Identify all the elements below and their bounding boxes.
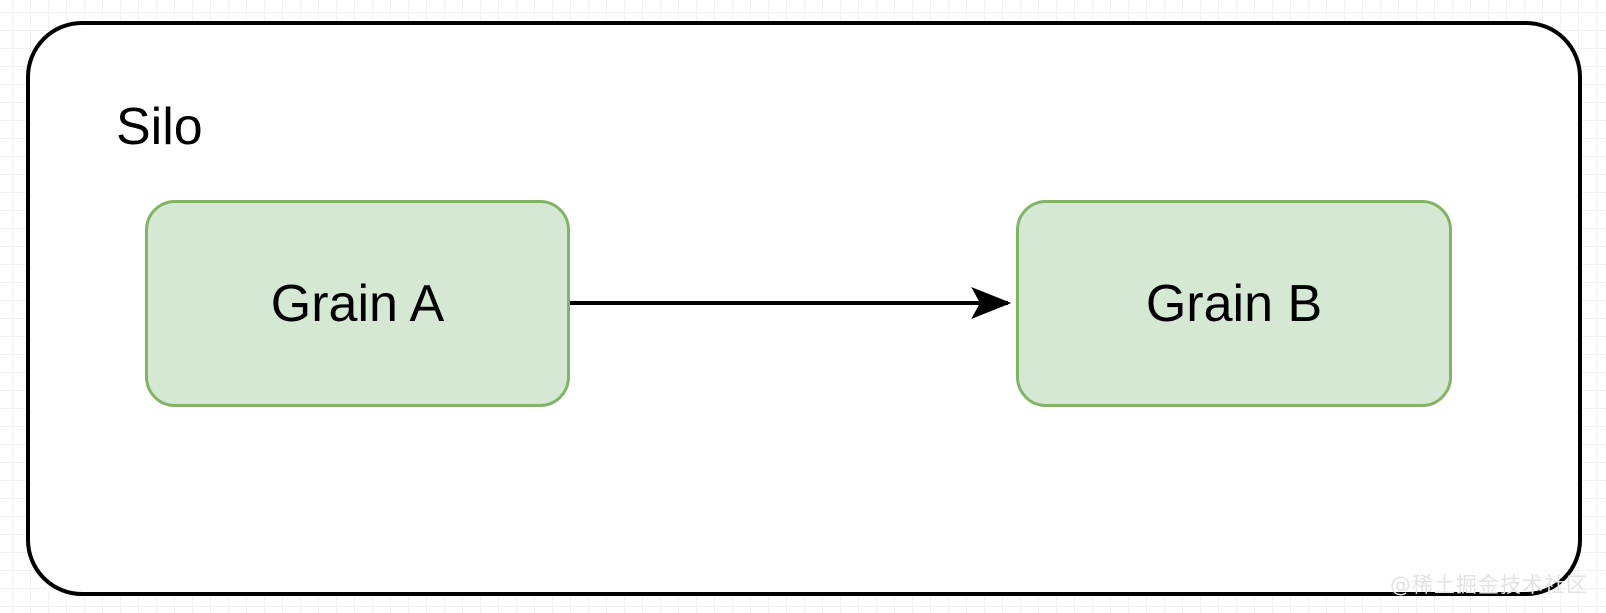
node-grain-a[interactable]: Grain A bbox=[145, 200, 570, 407]
node-grain-a-label: Grain A bbox=[270, 274, 445, 333]
watermark-text: @稀土掘金技术社区 bbox=[1390, 573, 1588, 597]
silo-label: Silo bbox=[116, 98, 203, 156]
node-grain-b-label: Grain B bbox=[1145, 274, 1323, 333]
node-grain-b[interactable]: Grain B bbox=[1016, 200, 1452, 407]
